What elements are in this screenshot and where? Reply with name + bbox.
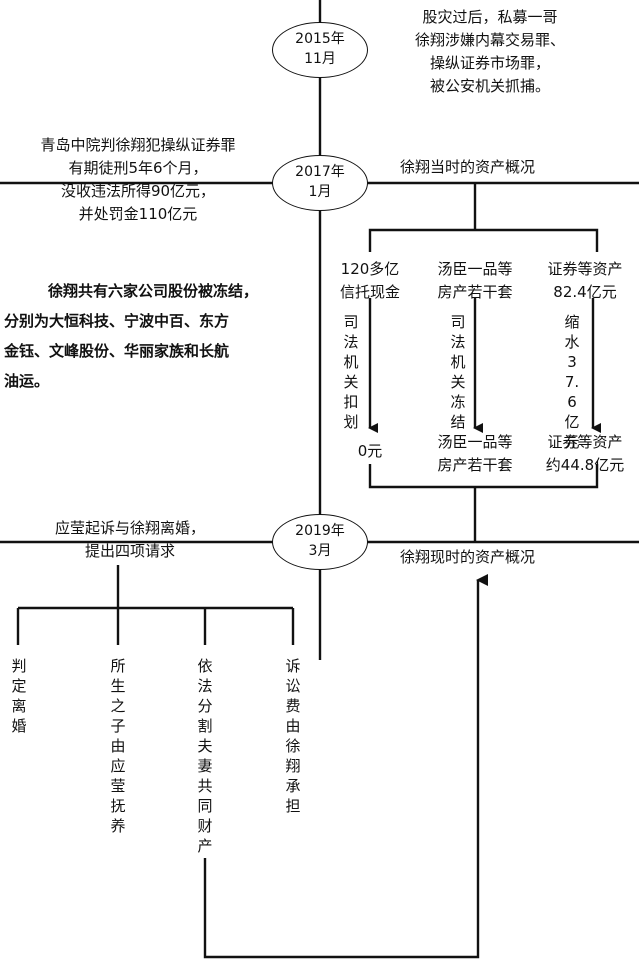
node-2015: 2015年 11月 <box>272 22 368 78</box>
asset-1-before: 120多亿 信托现金 <box>339 260 400 301</box>
note-2017: 青岛中院判徐翔犯操纵证券罪 有期徒刑5年6个月， 没收违法所得90亿元， 并处罚… <box>40 136 236 223</box>
frozen-companies-paragraph: 徐翔共有六家公司股份被冻结， 分别为大恒科技、宁波中百、东方 金钰、文峰股份、华… <box>4 282 259 390</box>
asset-3-after: 证券等资产 约44.8亿元 <box>545 433 625 474</box>
node-month: 11月 <box>304 51 336 67</box>
node-month: 3月 <box>308 543 332 559</box>
request-2: 所生之子由应莹抚养 <box>110 657 126 835</box>
asset-2-after: 汤臣一品等 房产若干套 <box>437 433 513 474</box>
assets-bottom-bracket <box>368 464 599 489</box>
asset-1-change: 司法机关扣划 <box>343 313 359 431</box>
note-2015: 股灾过后，私募一哥 徐翔涉嫌内幕交易罪、 操纵证券市场罪， 被公安机关抓捕。 <box>414 8 565 95</box>
assets-title-2019: 徐翔现时的资产概况 <box>400 548 536 566</box>
node-2017: 2017年 1月 <box>272 155 368 211</box>
node-year: 2015年 <box>295 31 345 47</box>
asset-2-before: 汤臣一品等 房产若干套 <box>437 260 513 301</box>
note-2019: 应莹起诉与徐翔离婚， 提出四项请求 <box>54 519 205 560</box>
asset-1-after: 0元 <box>357 442 383 460</box>
asset-2-change: 司法机关冻结 <box>450 313 466 431</box>
assets-title-2017: 徐翔当时的资产概况 <box>400 158 536 176</box>
assets-top-bracket <box>368 228 599 252</box>
node-2019: 2019年 3月 <box>272 514 368 570</box>
request-3: 依法分割夫妻共同财产 <box>197 657 213 855</box>
asset-3-change: 缩水37.6亿元 <box>564 313 580 451</box>
node-year: 2017年 <box>295 164 345 180</box>
node-month: 1月 <box>308 184 332 200</box>
property-feedback-arrow <box>203 574 488 959</box>
request-1: 判定离婚 <box>11 657 27 735</box>
node-year: 2019年 <box>295 523 345 539</box>
asset-3-before: 证券等资产 82.4亿元 <box>547 260 623 301</box>
request-4: 诉讼费由徐翔承担 <box>285 657 301 815</box>
